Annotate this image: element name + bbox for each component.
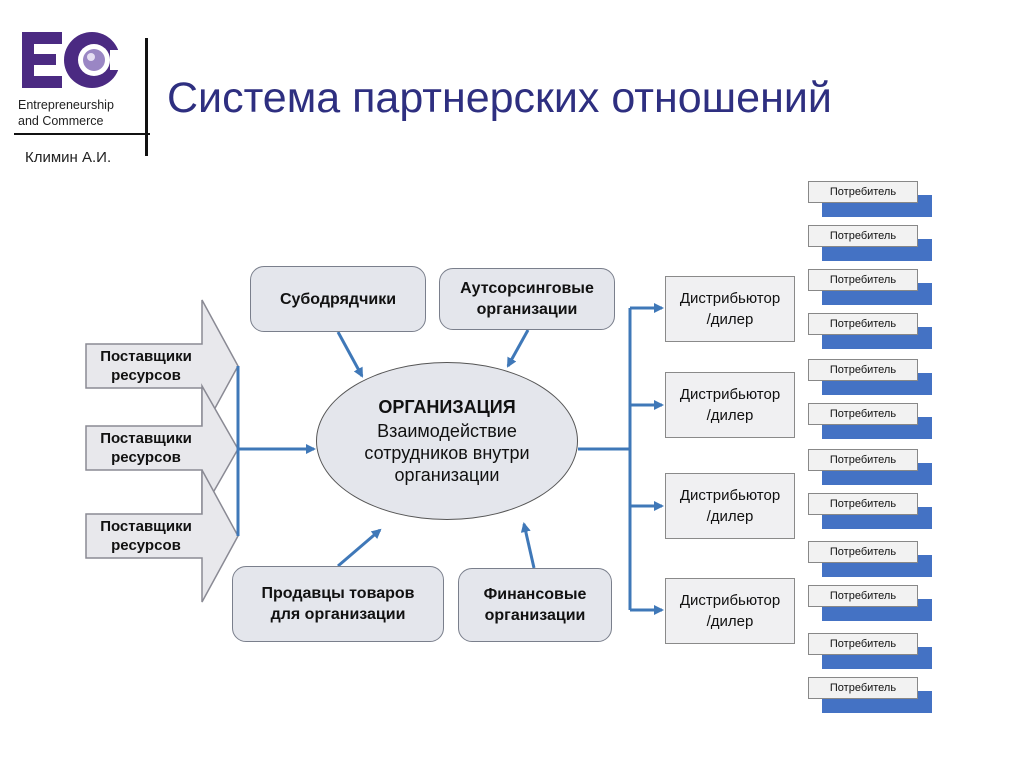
sellers-line-1: Продавцы товаров [261, 585, 415, 602]
sellers-line-2: для организации [270, 606, 406, 623]
supplier-chevron-1 [85, 299, 239, 433]
subcontractors-label: Субодрядчики [279, 290, 397, 308]
organization-line-3: организации [394, 465, 500, 485]
consumer-box-10: Потребитель [808, 585, 918, 607]
distributor-box-4: Дистрибьютор/дилер [665, 578, 795, 644]
sellers-arrow [337, 528, 382, 568]
distributor-1-line-1: Дистрибьютор [679, 290, 781, 307]
supplier-chevron-2 [85, 383, 239, 515]
outsourcing-box: Аутсорсинговые организации [439, 268, 615, 330]
distributor-box-1: Дистрибьютор/дилер [665, 276, 795, 342]
outsourcing-line-2: организации [476, 301, 578, 318]
supplier-1-line-2: ресурсов [111, 367, 181, 384]
organization-line-1: Взаимодействие [377, 421, 517, 441]
supplier-chevrons [85, 299, 239, 603]
financial-arrow [520, 522, 536, 569]
logo-line-2: and Commerce [18, 114, 104, 128]
outsourcing-arrow [506, 329, 530, 368]
logo-caption: Entrepreneurship and Commerce [18, 97, 114, 129]
outsourcing-line-1: Аутсорсинговые [460, 280, 594, 297]
distributor-box-3: Дистрибьютор/дилер [665, 473, 795, 539]
supplier-box-1: Поставщики ресурсов [86, 344, 206, 388]
distributor-3-line-1: Дистрибьютор [679, 487, 781, 504]
distributor-4-line-2: /дилер [706, 613, 754, 630]
supplier-2-line-1: Поставщики [100, 430, 192, 447]
consumer-box-5: Потребитель [808, 359, 918, 381]
financial-line-2: организации [484, 607, 586, 624]
distributor-box-2: Дистрибьютор/дилер [665, 372, 795, 438]
header-vertical-rule [145, 38, 148, 156]
author-name: Климин А.И. [25, 149, 112, 166]
supplier-3-line-2: ресурсов [111, 537, 181, 554]
supplier-box-3: Поставщики ресурсов [86, 514, 206, 558]
subcontractors-arrow [336, 331, 364, 378]
organization-label: ОРГАНИЗАЦИЯ [378, 397, 516, 417]
supplier-chevron-3 [85, 469, 239, 603]
header-horizontal-rule [14, 133, 150, 135]
supplier-2-line-2: ресурсов [111, 449, 181, 466]
consumer-box-7: Потребитель [808, 449, 918, 471]
distributor-2-line-2: /дилер [706, 407, 754, 424]
distributor-2-line-1: Дистрибьютор [679, 386, 781, 403]
consumer-box-11: Потребитель [808, 633, 918, 655]
financial-line-1: Финансовые [483, 586, 587, 603]
ec-logo [18, 28, 122, 92]
distributor-4-line-1: Дистрибьютор [679, 592, 781, 609]
distributor-3-line-2: /дилер [706, 508, 754, 525]
consumer-box-12: Потребитель [808, 677, 918, 699]
sellers-box: Продавцы товаров для организации [232, 566, 444, 642]
supplier-3-line-1: Поставщики [100, 518, 192, 535]
consumer-box-3: Потребитель [808, 269, 918, 291]
consumer-box-8: Потребитель [808, 493, 918, 515]
supplier-box-2: Поставщики ресурсов [86, 426, 206, 470]
consumer-box-1: Потребитель [808, 181, 918, 203]
consumer-box-4: Потребитель [808, 313, 918, 335]
financial-box: Финансовые организации [458, 568, 612, 642]
supplier-1-line-1: Поставщики [100, 348, 192, 365]
distributor-1-line-2: /дилер [706, 311, 754, 328]
consumer-box-9: Потребитель [808, 541, 918, 563]
consumer-box-6: Потребитель [808, 403, 918, 425]
slide-title: Система партнерских отношений [167, 74, 832, 122]
logo-line-1: Entrepreneurship [18, 98, 114, 112]
organization-line-2: сотрудников внутри [364, 443, 530, 463]
consumer-box-2: Потребитель [808, 225, 918, 247]
organization-ellipse: ОРГАНИЗАЦИЯ Взаимодействие сотрудников в… [316, 362, 578, 520]
subcontractors-box: Субодрядчики [250, 266, 426, 332]
